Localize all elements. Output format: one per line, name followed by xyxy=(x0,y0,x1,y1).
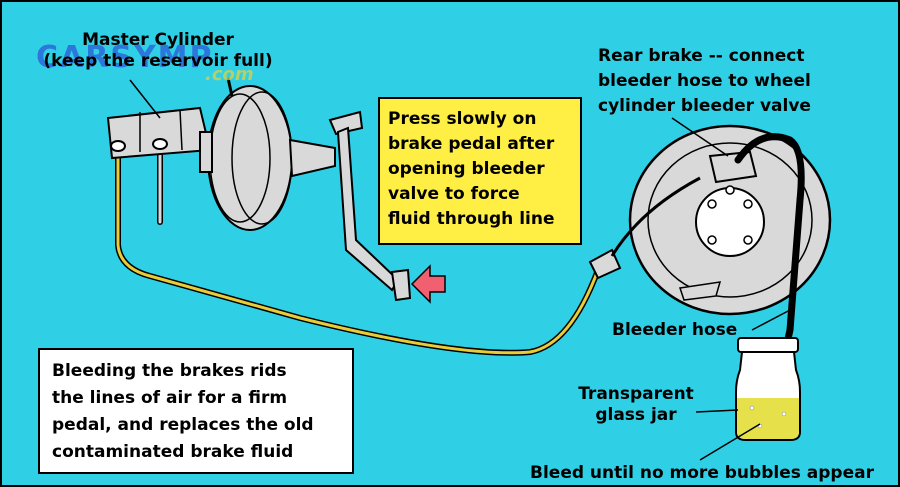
glass-jar-line-1: Transparent xyxy=(578,384,694,404)
info-line-4: contaminated brake fluid xyxy=(52,442,294,462)
leader-glass-jar xyxy=(695,409,739,413)
bleeder-hose xyxy=(734,133,805,424)
leader-bleeder-hose xyxy=(751,309,791,331)
master-cylinder-title: Master Cylinder xyxy=(82,30,234,50)
rear-brake-line-3: cylinder bleeder valve xyxy=(598,96,811,116)
brake-pedal-icon xyxy=(328,110,412,302)
info-line-2: the lines of air for a firm xyxy=(52,388,288,408)
callout-line-2: brake pedal after xyxy=(388,134,555,154)
master-cylinder-label: Master Cylinder (keep the reservoir full… xyxy=(38,30,278,72)
brake-booster-icon xyxy=(199,77,336,231)
callout-line-3: opening bleeder xyxy=(388,159,545,179)
glass-jar-line-2: glass jar xyxy=(595,405,677,425)
master-cylinder-note: (keep the reservoir full) xyxy=(43,51,273,71)
bleeder-hose-label: Bleeder hose xyxy=(612,320,738,340)
glass-jar-label: Transparent glass jar xyxy=(572,384,700,426)
callout-line-1: Press slowly on xyxy=(388,109,537,129)
callout-line-5: fluid through line xyxy=(388,209,555,229)
master-cylinder-icon xyxy=(106,106,212,160)
watermark-brand: CARSYMP xyxy=(36,40,214,75)
rear-brake-line-1: Rear brake -- connect xyxy=(598,46,805,66)
rear-brake-line-2: bleeder hose to wheel xyxy=(598,71,811,91)
info-line-3: pedal, and replaces the old xyxy=(52,415,314,435)
press-arrow-icon xyxy=(410,264,446,304)
rear-brake-label: Rear brake -- connect bleeder hose to wh… xyxy=(598,44,811,119)
watermark-domain: .com xyxy=(205,64,254,85)
leader-master-cylinder xyxy=(129,79,161,119)
callout-line-4: valve to force xyxy=(388,184,520,204)
leader-rear-brake xyxy=(671,117,729,157)
leader-bleed-until xyxy=(699,423,761,461)
info-line-1: Bleeding the brakes rids xyxy=(52,361,287,381)
rear-brake-drum-icon xyxy=(628,124,832,316)
bleed-until-label: Bleed until no more bubbles appear xyxy=(530,463,874,483)
glass-jar-icon xyxy=(735,337,801,441)
press-pedal-callout: Press slowly on brake pedal after openin… xyxy=(378,97,582,245)
info-box: Bleeding the brakes rids the lines of ai… xyxy=(38,348,354,474)
